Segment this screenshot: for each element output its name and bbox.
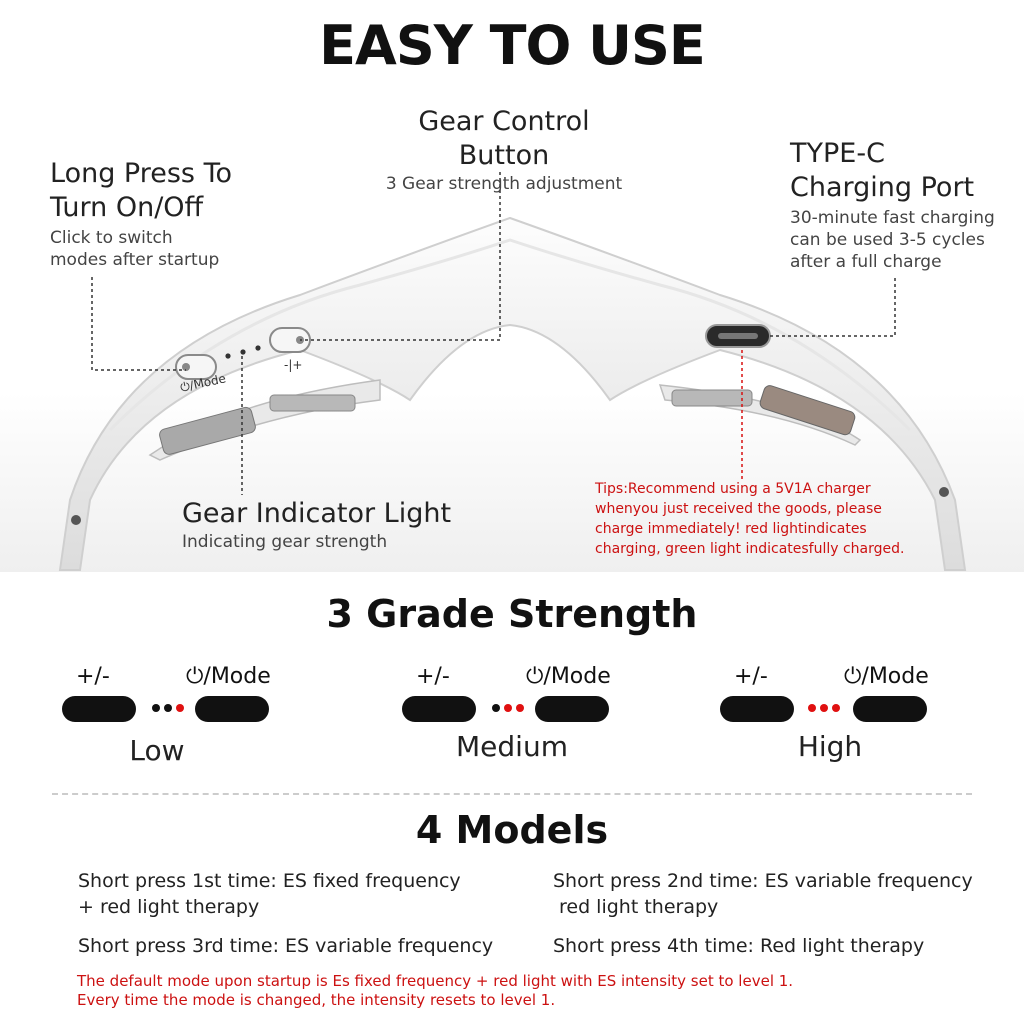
- mode-3: Short press 3rd time: ES variable freque…: [78, 935, 494, 957]
- grade-medium: +/- ⏻/Mode Medium: [402, 664, 632, 763]
- mode-button: [195, 696, 269, 722]
- right-electrode: [671, 389, 753, 407]
- section-divider: [52, 793, 972, 795]
- grade-high: +/- ⏻/Mode High: [720, 664, 950, 763]
- power-callout: Long Press To Turn On/Off Click to switc…: [50, 158, 232, 270]
- mode-button: [535, 696, 609, 722]
- product-hero: ⏻/Mode -|+: [0, 100, 1024, 572]
- power-icon: ⏻: [526, 664, 544, 689]
- power-mode-button[interactable]: [175, 354, 217, 380]
- grade-dots: [492, 704, 524, 712]
- plus-minus-button: [402, 696, 476, 722]
- left-hinge-screw: [71, 515, 81, 525]
- plus-minus-button: [720, 696, 794, 722]
- power-icon: ⏻: [186, 664, 204, 689]
- indicator-light-2: [240, 349, 246, 355]
- grade-low: +/- ⏻/Mode Low: [62, 664, 292, 767]
- mode-4: Short press 4th time: Red light therapy: [553, 935, 925, 957]
- gear-label: -|+: [284, 358, 303, 372]
- left-electrode: [269, 394, 356, 412]
- right-hinge-screw: [939, 487, 949, 497]
- plus-minus-button: [62, 696, 136, 722]
- indicator-callout: Gear Indicator Light Indicating gear str…: [182, 498, 452, 552]
- gear-control-button[interactable]: [269, 327, 311, 353]
- mode-2: Short press 2nd time: ES variable freque…: [553, 870, 973, 918]
- default-mode-note: The default mode upon startup is Es fixe…: [77, 972, 794, 1009]
- grade-dots: [808, 704, 840, 712]
- eye-massager-illustration: [58, 172, 967, 571]
- typec-callout: TYPE-C Charging Port 30-minute fast char…: [790, 138, 995, 272]
- grade-dots: [152, 704, 184, 712]
- gear-button-callout: Gear Control Button 3 Gear strength adju…: [385, 106, 623, 194]
- indicator-light-3: [255, 345, 261, 351]
- page-title: EASY TO USE: [319, 14, 706, 77]
- charging-tips: Tips:Recommend using a 5V1A charger when…: [595, 481, 905, 557]
- grades-title: 3 Grade Strength: [326, 592, 698, 636]
- mode-button: [853, 696, 927, 722]
- mode-1: Short press 1st time: ES fixed frequency…: [78, 870, 461, 918]
- right-electrode-2: [759, 385, 856, 436]
- power-icon: ⏻: [844, 664, 862, 689]
- left-electrode-2: [159, 406, 256, 455]
- models-title: 4 Models: [415, 808, 609, 852]
- indicator-light-1: [225, 353, 231, 359]
